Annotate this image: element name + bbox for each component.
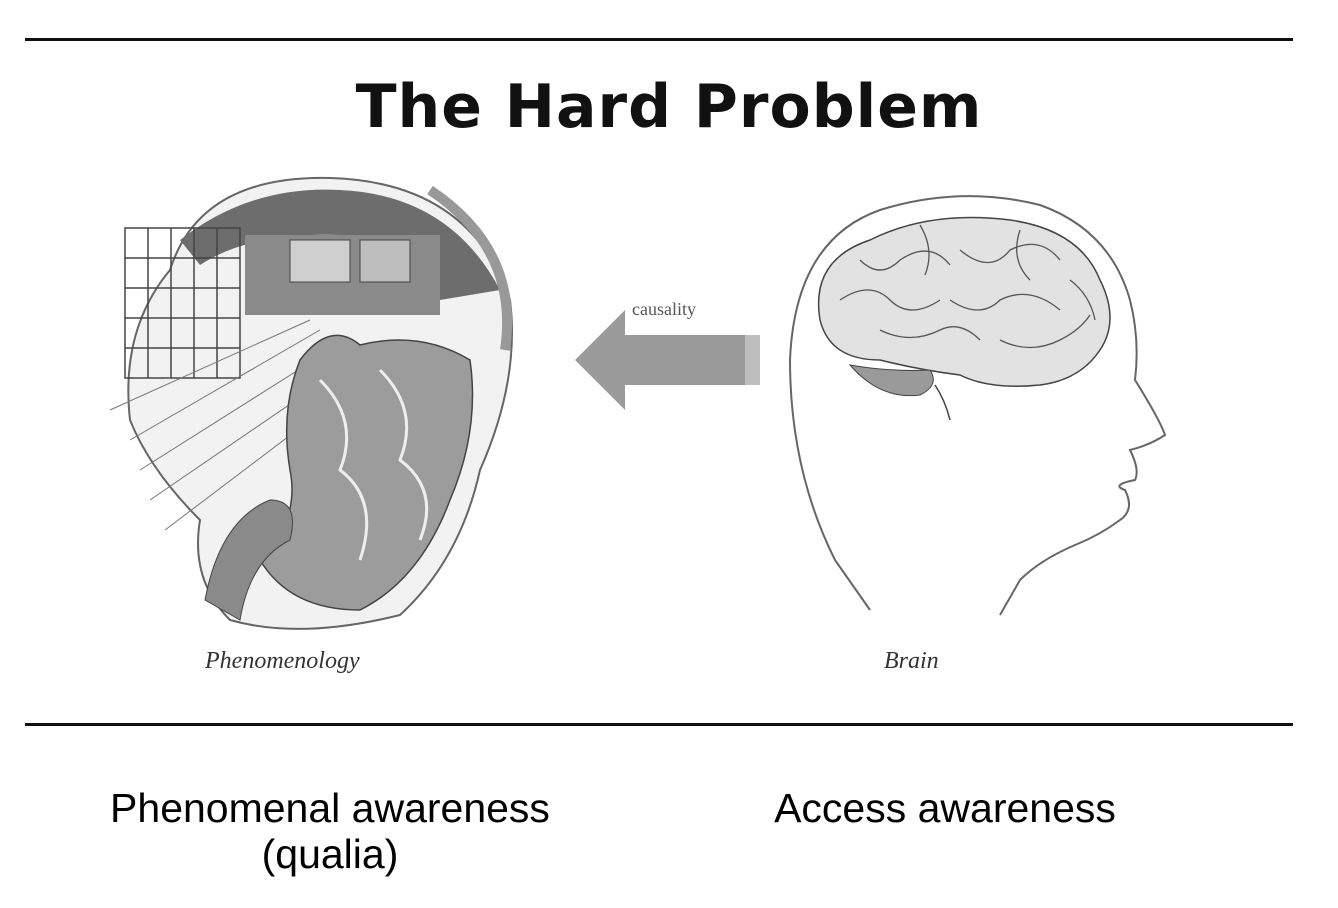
access-awareness-label: Access awareness: [774, 785, 1116, 831]
head-back-line: [834, 559, 871, 611]
phen-window-1: [289, 239, 351, 283]
phen-ceiling: [180, 189, 500, 300]
phenomenal-awareness-line2: (qualia): [261, 831, 399, 877]
causality-arrow-shape: [575, 310, 760, 410]
causality-label: causality: [632, 299, 696, 319]
bottom-rule: [25, 723, 1293, 726]
phenomenology-caption: Phenomenology: [205, 648, 360, 674]
page-title: The Hard Problem: [355, 72, 983, 142]
brain-folds: [839, 224, 1096, 349]
phenomenal-awareness-label: Phenomenal awareness (qualia): [60, 785, 600, 877]
phen-body-shape: [259, 334, 474, 611]
phenomenal-awareness-line1: Phenomenal awareness: [110, 785, 550, 831]
phen-window-2: [359, 239, 411, 283]
causality-arrow-tail: [745, 335, 760, 385]
phen-grid-window: [124, 227, 241, 379]
brain-stem: [934, 384, 951, 421]
brain-cortex: [817, 216, 1111, 387]
brain-illustration: [788, 195, 1167, 616]
brain-caption: Brain: [884, 648, 939, 674]
phenomenology-illustration: [109, 176, 513, 630]
top-rule: [25, 38, 1293, 41]
phen-body-detail: [318, 368, 429, 561]
head-profile-outline: [788, 195, 1167, 616]
phen-rim: [427, 185, 513, 351]
causality-arrow: [575, 310, 760, 410]
brain-cerebellum: [848, 364, 934, 397]
phen-hand: [204, 499, 293, 621]
